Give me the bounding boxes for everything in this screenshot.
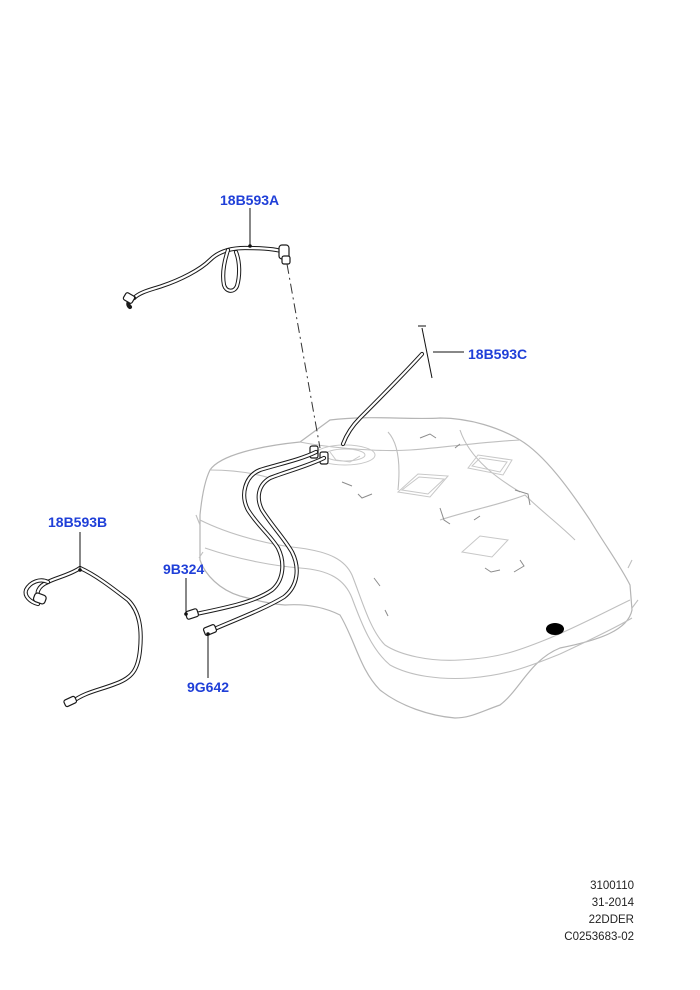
callout-18B593C: 18B593C [468,346,528,362]
fuel-tank-drain-inner [550,626,560,632]
vent-hose-18B593A [122,244,291,310]
callout-18B593B: 18B593B [48,514,108,530]
fuel-tank [195,417,639,719]
vent-hose-18B593C [340,351,425,447]
reference-code-line: C0253683-02 [564,931,634,943]
reference-code-line: 3100110 [590,880,634,892]
reference-code-line: 22DDER [588,914,634,926]
callout-leaders [78,208,464,678]
vent-hose-18B593B [23,565,143,708]
reference-code-line: 31-2014 [591,897,634,909]
assembly-centerline [286,263,321,449]
fuel-tank-outline [199,417,633,719]
fuel-tank-seam-lower [204,547,633,680]
fuel-tank-strap-right [627,559,639,609]
fuel-tank-details [341,433,531,617]
fuel-pipes-assembly [184,449,327,636]
callout-9G642: 9G642 [187,679,230,695]
fuel-tank-top-edge [299,439,521,452]
reference-code-block: 3100110 31-2014 22DDER C0253683-02 [564,878,634,946]
fuel-tank-strap-left [195,514,204,559]
callout-18B593A: 18B593A [220,192,280,208]
fuel-tank-ridge [387,429,521,493]
fuel-tank-seam [199,519,631,661]
fuel-tank-step [209,469,576,541]
callout-9B324: 9B324 [163,561,205,577]
